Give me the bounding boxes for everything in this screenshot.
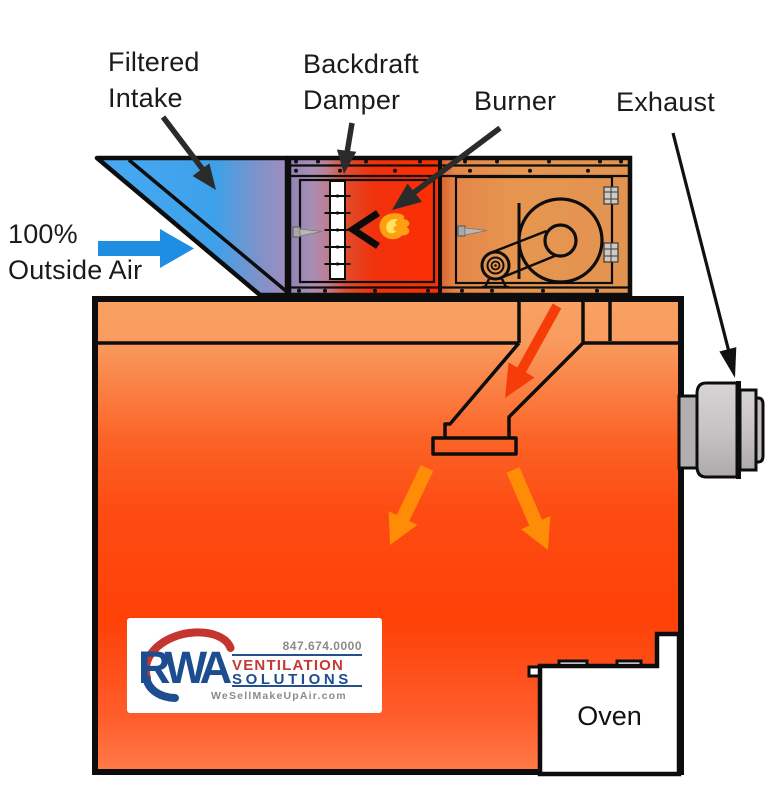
leader-arrows bbox=[160, 115, 737, 378]
blower-fan-icon bbox=[491, 197, 604, 284]
label-exhaust: Exhaust bbox=[616, 87, 715, 117]
damper-blades-icon bbox=[324, 180, 351, 280]
air-distribution-arrow-left bbox=[388, 465, 434, 545]
door-hinge-upper bbox=[603, 186, 619, 205]
exhaust-port bbox=[677, 381, 765, 479]
door-latch-left bbox=[292, 226, 323, 238]
label-filtered-intake: Filtered Intake bbox=[108, 47, 200, 113]
logo-name-line2: SOLUTIONS bbox=[232, 671, 352, 688]
rivets bbox=[294, 159, 623, 293]
logo-website: WeSellMakeUpAir.com bbox=[211, 690, 347, 702]
logo-swoosh-blue bbox=[142, 675, 179, 702]
supply-diffuser bbox=[431, 436, 518, 456]
filtered-intake-arrow bbox=[160, 115, 216, 190]
supply-duct bbox=[431, 341, 585, 456]
logo-phone-number: 847.674.0000 bbox=[282, 639, 362, 653]
makeup-air-unit bbox=[94, 155, 633, 298]
flame-icon bbox=[379, 213, 410, 240]
logo-divider-top bbox=[232, 654, 362, 656]
exhaust-arrow bbox=[671, 132, 737, 378]
burner-arrow bbox=[392, 125, 502, 210]
logo-swoosh-red bbox=[141, 628, 235, 682]
belt-line-upper bbox=[491, 229, 547, 254]
logo-divider-bottom bbox=[232, 685, 362, 687]
left-chevron-icon bbox=[346, 210, 380, 249]
belt-line-lower bbox=[499, 254, 557, 280]
logo-name-line1: VENTILATION bbox=[232, 657, 345, 674]
ceiling-duct-seams bbox=[517, 296, 612, 343]
door-hinge-lower bbox=[603, 242, 619, 263]
backdraft-damper-arrow bbox=[336, 122, 357, 174]
outside-air-arrow bbox=[98, 229, 194, 268]
logo-brand-text: RWA bbox=[138, 642, 232, 693]
door-latch-fan bbox=[457, 225, 488, 237]
oven-box bbox=[527, 631, 682, 777]
logo-swoosh bbox=[141, 628, 235, 702]
motor-pulley bbox=[480, 250, 511, 289]
rwa-logo: RWA 847.674.0000 VENTILATION SOLUTIONS W… bbox=[127, 618, 382, 713]
air-distribution-arrow-right bbox=[506, 467, 551, 550]
label-outside-air: 100% Outside Air bbox=[8, 219, 143, 285]
supply-air-arrow bbox=[505, 303, 562, 398]
label-backdraft-damper: Backdraft Damper bbox=[303, 49, 419, 115]
label-oven: Oven bbox=[577, 700, 642, 731]
label-burner: Burner bbox=[474, 86, 557, 116]
burner-section bbox=[289, 158, 440, 295]
